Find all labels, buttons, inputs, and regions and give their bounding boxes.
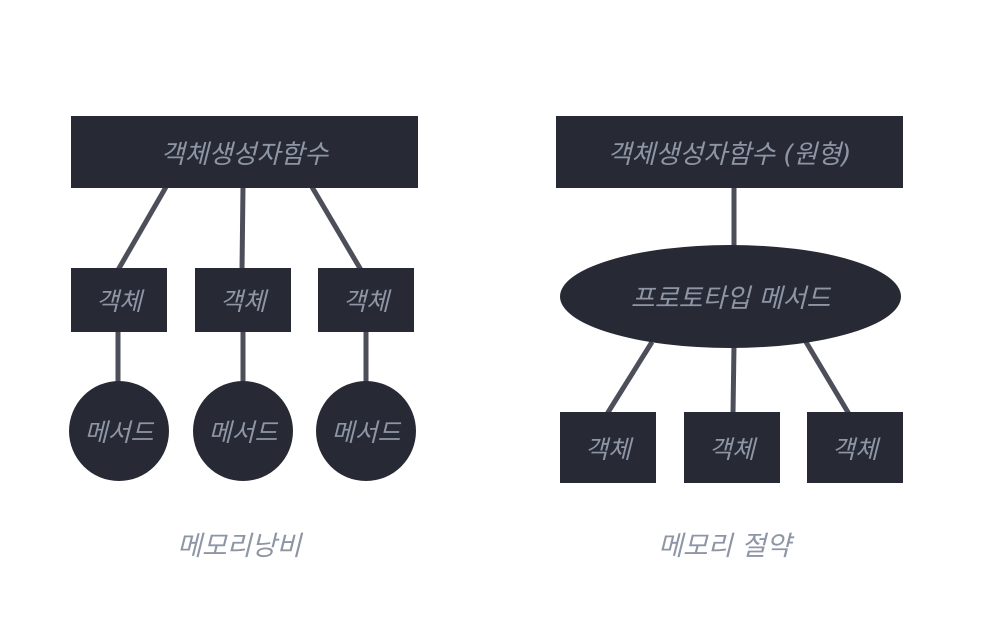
- right-caption: 메모리 절약: [658, 531, 791, 562]
- connector-left-constructor-object-3: [309, 185, 364, 272]
- left-constructor-box: 객체생성자함수: [71, 116, 418, 188]
- right-prototype-ellipse: 프로토타입 메서드: [560, 245, 901, 348]
- left-caption: 메모리낭비: [177, 531, 302, 562]
- right-prototype-label: 프로토타입 메서드: [630, 284, 831, 314]
- connector-left-constructor-object-2: [239, 186, 246, 271]
- left-object-box-1: 객체: [71, 268, 167, 332]
- left-object-label-2: 객체: [219, 287, 266, 316]
- connector-left-constructor-object-1: [115, 185, 169, 272]
- right-constructor-label: 객체생성자함수 (원형): [607, 139, 852, 170]
- left-object-box-2: 객체: [195, 268, 291, 332]
- left-object-box-3: 객체: [318, 268, 414, 332]
- left-constructor-label: 객체생성자함수: [160, 139, 329, 170]
- left-object-label-3: 객체: [342, 287, 389, 316]
- right-object-box-3: 객체: [807, 412, 903, 483]
- right-object-label-3: 객체: [831, 434, 878, 464]
- connector-right-prototype-object-1: [604, 340, 655, 416]
- left-method-label-2: 메서드: [208, 418, 278, 447]
- connector-right-prototype-object-2: [730, 344, 737, 415]
- left-object-label-1: 객체: [95, 287, 142, 316]
- right-constructor-box: 객체생성자함수 (원형): [556, 116, 903, 188]
- right-object-label-1: 객체: [584, 434, 631, 464]
- right-object-box-1: 객체: [560, 412, 656, 483]
- left-method-label-3: 메서드: [331, 418, 401, 447]
- left-method-circle-1: 메서드: [69, 381, 169, 481]
- right-object-box-2: 객체: [684, 412, 780, 483]
- left-method-circle-2: 메서드: [193, 381, 293, 481]
- right-object-label-2: 객체: [708, 434, 755, 464]
- connector-right-prototype-object-3: [803, 340, 852, 416]
- left-method-circle-3: 메서드: [316, 381, 416, 481]
- left-method-label-1: 메서드: [84, 418, 154, 447]
